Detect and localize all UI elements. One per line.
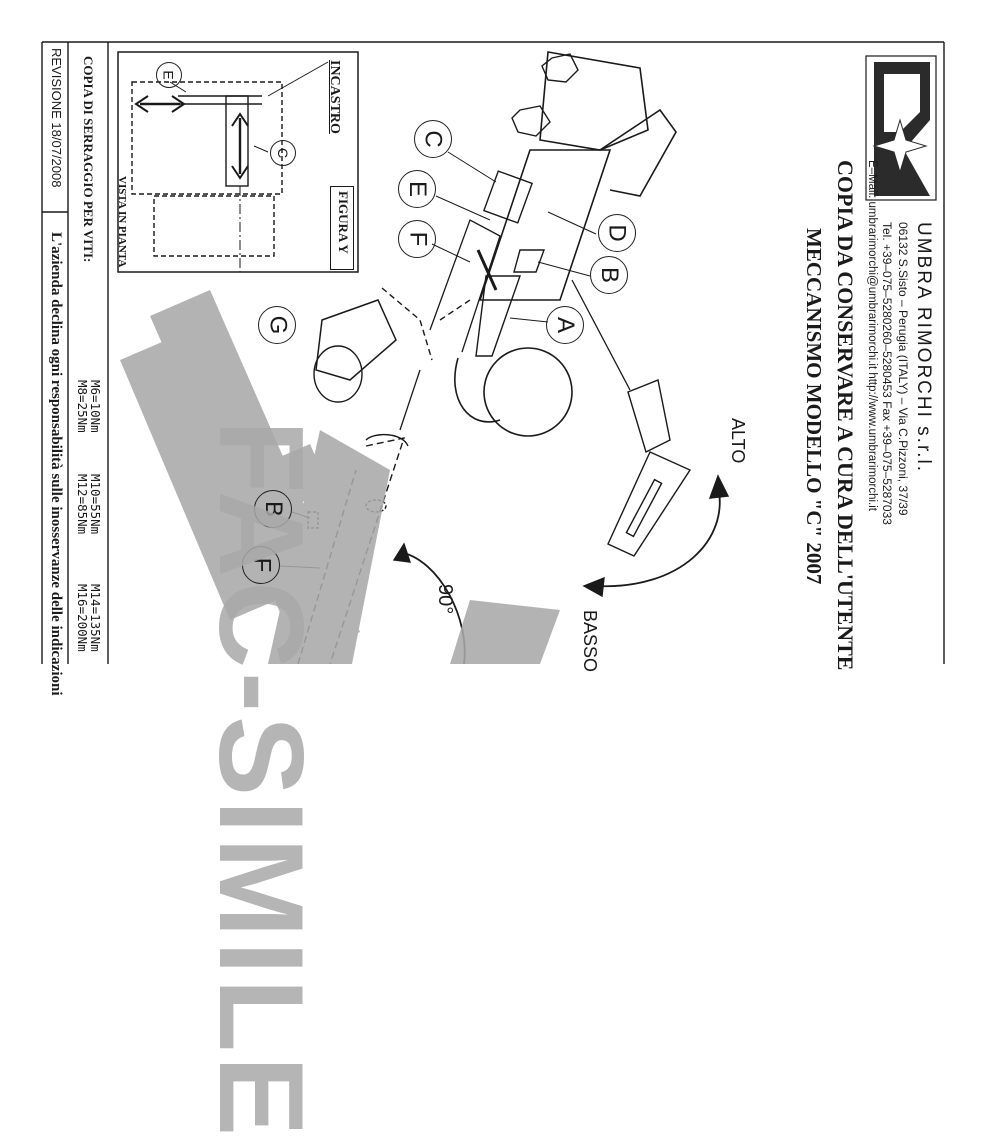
inset-frame bbox=[117, 51, 359, 273]
handle-slot bbox=[625, 478, 663, 538]
page-title: COPIA DA CONSERVARE A CURA DELL'UTENTE bbox=[833, 160, 858, 671]
label-alto: ALTO bbox=[728, 418, 748, 464]
bracket-upper-plate bbox=[539, 51, 649, 151]
bolt-head-lower bbox=[511, 105, 551, 137]
tow-ball bbox=[483, 347, 573, 437]
ball-neck bbox=[454, 357, 501, 423]
logo-frame bbox=[865, 55, 937, 201]
inset-leader-c bbox=[253, 145, 269, 153]
rotation-arc bbox=[595, 485, 721, 587]
company-logo bbox=[872, 62, 930, 196]
company-name: UMBRA RIMORCHI s.r.l. bbox=[913, 222, 934, 474]
torque-value: M16=200Nm bbox=[75, 584, 90, 652]
company-web[interactable]: E–Mail: umbrarimorchi@umbrarimorchi.it h… bbox=[866, 160, 878, 512]
label-angle: 90° bbox=[434, 584, 456, 615]
inset-label-vista: VISTA IN PIANTA bbox=[116, 176, 128, 268]
inset-arrowheads-e bbox=[134, 95, 186, 113]
double-arrow-handle bbox=[571, 279, 631, 391]
double-arrow-lower bbox=[399, 369, 421, 431]
inset-label-incastro: INCASTRO bbox=[327, 60, 342, 134]
rotated-bar-end bbox=[365, 433, 409, 447]
inset-leader bbox=[267, 61, 329, 97]
bracket-lower-plate bbox=[599, 108, 677, 197]
torque-heading: COPIA DI SERRAGGIO PER VITI: bbox=[81, 56, 96, 263]
torque-value: M6=10Nm bbox=[88, 380, 103, 433]
bolt-head-upper bbox=[541, 53, 579, 83]
protective-cap-g bbox=[315, 299, 397, 381]
inset-lower-hidden bbox=[153, 195, 275, 257]
torque-group-3: M14=135Nm M16=200Nm bbox=[75, 584, 103, 652]
company-contacts: Tel. +39–075–5280260–5280453 Fax +39–075… bbox=[880, 222, 894, 525]
arrowhead-alto bbox=[708, 474, 730, 499]
leader-c bbox=[447, 151, 497, 183]
arm-f bbox=[429, 219, 501, 353]
torque-value: M14=135Nm bbox=[88, 584, 103, 652]
callout-f-lower: F bbox=[242, 546, 280, 584]
torque-value: M12=85Nm bbox=[75, 474, 90, 535]
torque-value: M8=25Nm bbox=[75, 380, 90, 433]
slot-a bbox=[475, 275, 521, 357]
figura-label-box: FIGURA Y bbox=[330, 186, 354, 270]
company-address: 06132 S.Sisto – Perugia (ITALY) – Via C.… bbox=[896, 222, 910, 516]
callout-inset-c: C bbox=[270, 140, 296, 166]
leader-d bbox=[547, 211, 597, 235]
handle-lever bbox=[607, 451, 692, 557]
arrowhead-basso bbox=[582, 576, 605, 598]
leader-f bbox=[431, 243, 471, 263]
technical-drawing bbox=[41, 41, 945, 664]
callout-a: A bbox=[546, 306, 584, 344]
page-subtitle: MECCANISMO MODELLO "C" 2007 bbox=[802, 228, 826, 585]
torque-value: M10=55Nm bbox=[88, 474, 103, 535]
inset-body-hidden bbox=[131, 81, 283, 195]
arm-f-arrow bbox=[476, 249, 498, 291]
watermark-text: FAC-SIMILE bbox=[194, 420, 328, 1140]
torque-group-1: M6=10Nm M8=25Nm bbox=[75, 380, 103, 433]
latch-b bbox=[513, 249, 545, 273]
arrowhead-angle bbox=[392, 542, 412, 563]
callout-b-lower: B bbox=[254, 490, 292, 528]
callout-d: D bbox=[598, 214, 636, 252]
lock-mechanism-c bbox=[483, 170, 533, 224]
callout-f: F bbox=[398, 220, 436, 258]
handle-knob bbox=[627, 379, 671, 453]
arm-guide bbox=[439, 299, 471, 321]
torque-group-2: M10=55Nm M12=85Nm bbox=[75, 474, 103, 535]
callout-b: B bbox=[590, 256, 628, 294]
leader-e bbox=[435, 195, 491, 221]
hitch-body bbox=[478, 149, 612, 301]
leader-b bbox=[537, 261, 591, 277]
leader-a bbox=[509, 317, 549, 323]
watermark-graphic bbox=[120, 290, 560, 664]
cap-g-face bbox=[313, 345, 363, 403]
callout-c: C bbox=[414, 120, 452, 158]
revision-label: REVISIONE 18/07/2008 bbox=[49, 48, 64, 188]
callout-e: E bbox=[398, 170, 436, 208]
document-page: UMBRA RIMORCHI s.r.l. 06132 S.Sisto – Pe… bbox=[41, 41, 945, 1140]
callout-g: G bbox=[258, 306, 296, 344]
inset-pin bbox=[225, 95, 249, 187]
label-basso: BASSO bbox=[580, 610, 600, 673]
figura-label: FIGURA Y bbox=[336, 191, 351, 254]
callout-inset-e: E bbox=[156, 62, 182, 88]
inset-arrowheads-c bbox=[231, 112, 249, 180]
disclaimer-text: L'azienda declina ogni responsabilità su… bbox=[48, 232, 64, 696]
